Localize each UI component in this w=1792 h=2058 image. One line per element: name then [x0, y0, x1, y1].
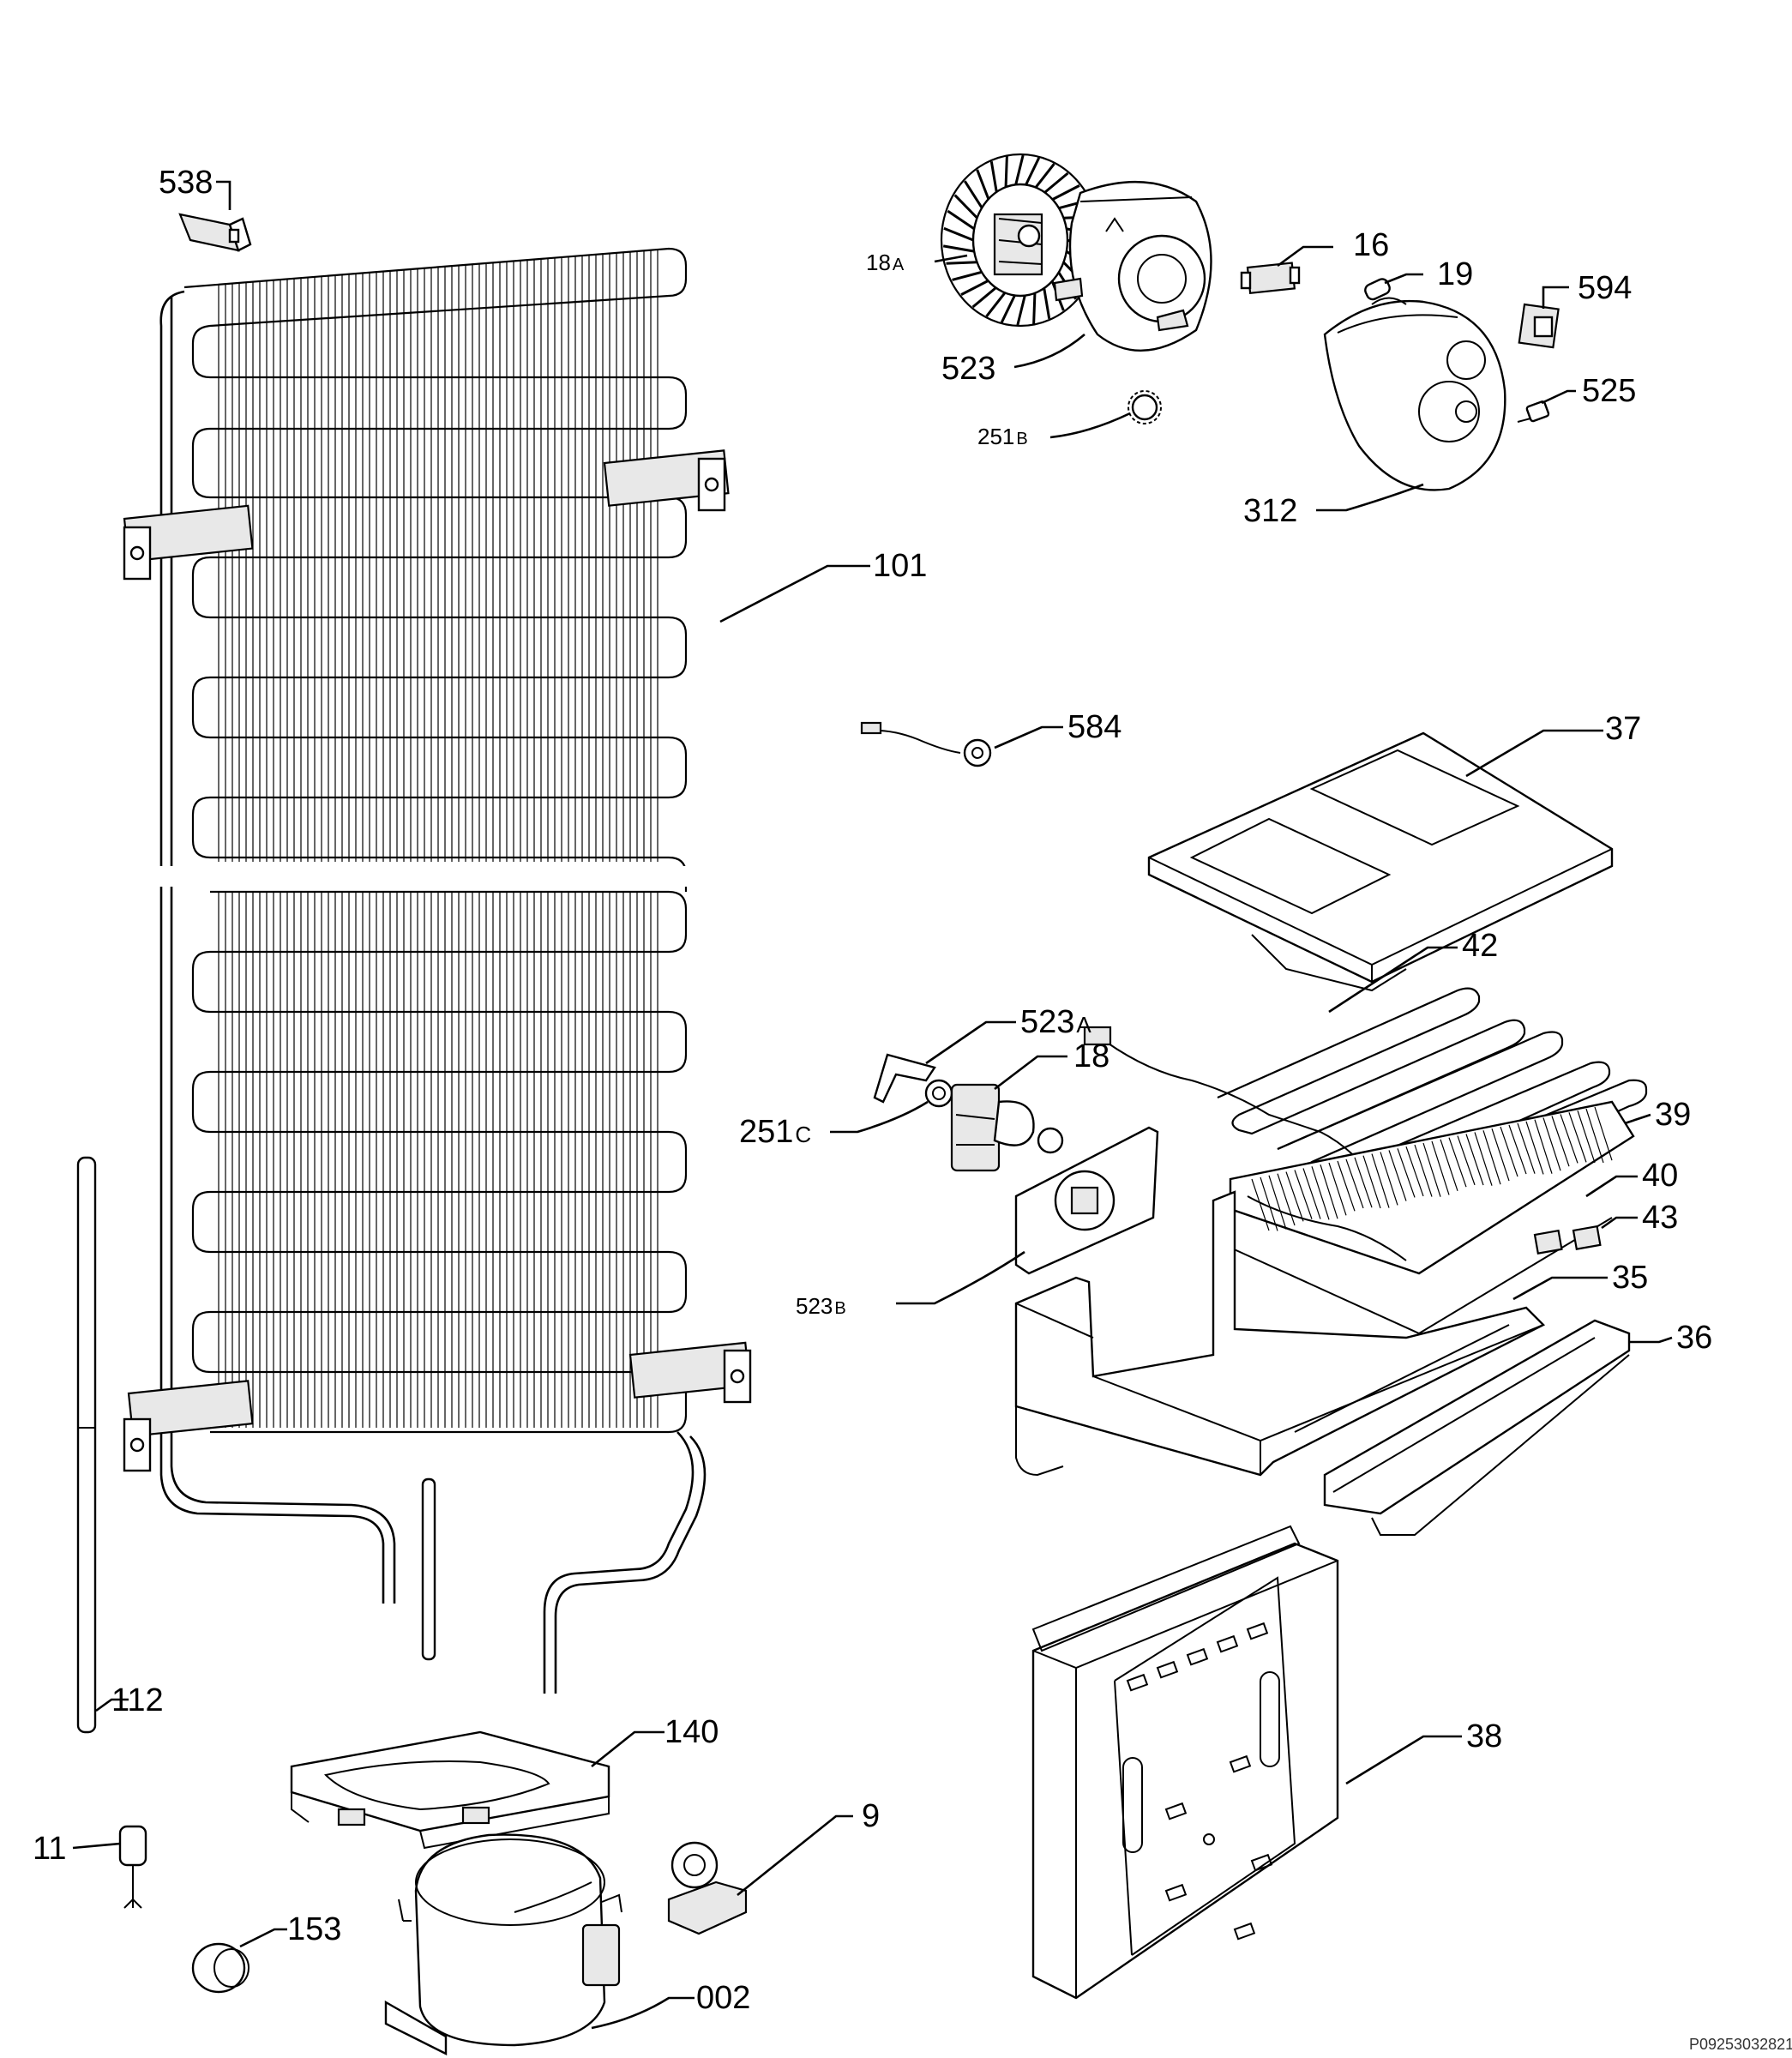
compressor-002: 002 [384, 1833, 750, 2055]
label-39: 39 [1655, 1097, 1691, 1133]
label-37: 37 [1605, 711, 1641, 747]
part-19: 19 [1364, 256, 1473, 301]
part-538: 538 [159, 165, 252, 252]
label-19: 19 [1437, 256, 1473, 292]
base-140: 140 [290, 1714, 719, 1850]
part-153: 153 [191, 1911, 341, 1994]
label-525: 525 [1582, 373, 1636, 409]
label-523a: 523A [1020, 1004, 1091, 1040]
label-18: 18 [1073, 1038, 1109, 1074]
callout-101: 101 [719, 548, 927, 623]
label-251c: 251C [739, 1114, 811, 1150]
label-112: 112 [111, 1682, 164, 1718]
label-153: 153 [287, 1911, 341, 1947]
label-538: 538 [159, 165, 213, 201]
part-36: 36 [1323, 1319, 1712, 1536]
label-11: 11 [33, 1831, 66, 1867]
fan-motor-18: 18 [950, 1038, 1109, 1172]
part-525: 525 [1517, 373, 1636, 423]
label-312: 312 [1243, 493, 1297, 529]
part-40: 40 [1230, 1158, 1678, 1335]
label-9: 9 [862, 1798, 880, 1834]
part-43: 43 [1533, 1200, 1678, 1255]
label-42: 42 [1462, 928, 1498, 964]
label-101: 101 [873, 548, 927, 584]
label-16: 16 [1353, 227, 1389, 263]
label-43: 43 [1642, 1200, 1678, 1236]
part-594: 594 [1518, 270, 1632, 349]
label-40: 40 [1642, 1158, 1678, 1194]
label-594: 594 [1578, 270, 1632, 306]
door-panel-38: 38 [1031, 1525, 1502, 2000]
part-584: 584 [860, 709, 1122, 767]
bracket-523a: 523A [873, 1004, 1091, 1104]
relay-9: 9 [667, 1798, 880, 1935]
tube-112: 112 [76, 1156, 164, 1734]
label-584: 584 [1067, 709, 1122, 745]
condenser-101 [123, 247, 752, 1694]
label-002: 002 [696, 1980, 750, 2016]
fan-housing-523: 523 [941, 181, 1212, 387]
label-38: 38 [1466, 1718, 1502, 1754]
label-140: 140 [664, 1714, 719, 1750]
tray-35: 35 [1014, 1190, 1648, 1477]
cover-312: 312 [1243, 297, 1506, 529]
label-36: 36 [1676, 1320, 1712, 1356]
label-523: 523 [941, 351, 995, 387]
diagram-reference-number: P09253032821 [1689, 2036, 1792, 2053]
heater-42: 42 [1083, 928, 1648, 1198]
shelf-37: 37 [1147, 711, 1641, 992]
part-251c: 251C [739, 1079, 953, 1150]
evaporator-39: 39 [1229, 1097, 1691, 1275]
label-35: 35 [1612, 1260, 1648, 1296]
part-16: 16 [1240, 227, 1389, 295]
part-11: 11 [33, 1825, 147, 1909]
